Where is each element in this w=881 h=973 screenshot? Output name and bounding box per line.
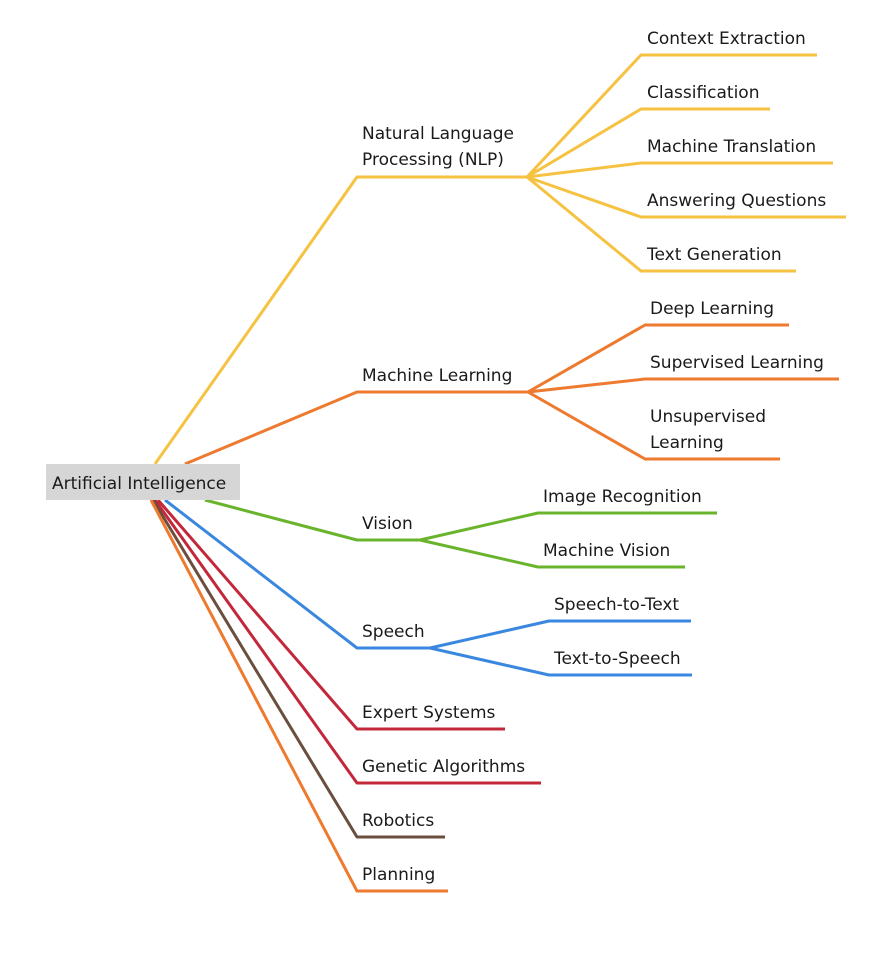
edge-vision-image-recognition <box>419 511 717 542</box>
edge-ml-deep-learning <box>527 323 789 394</box>
node-speech[interactable]: Speech <box>362 622 425 642</box>
edge-nlp-classification <box>526 107 770 179</box>
node-supervised-learning[interactable]: Supervised Learning <box>650 353 824 373</box>
node-speech-to-text[interactable]: Speech-to-Text <box>554 595 679 615</box>
node-answering-questions[interactable]: Answering Questions <box>647 191 826 211</box>
edge-root-expert-systems <box>156 499 505 731</box>
node-expert-systems[interactable]: Expert Systems <box>362 703 496 723</box>
node-unsupervised-learning-line-1: Unsupervised <box>650 407 766 427</box>
edge-root-robotics <box>151 499 445 839</box>
node-text-generation[interactable]: Text Generation <box>646 245 782 265</box>
edge-root-planning <box>149 499 448 893</box>
edge-root-vision <box>204 498 420 542</box>
edge-root-ml <box>184 390 528 466</box>
edge-nlp-answering-questions <box>526 175 846 219</box>
node-unsupervised-learning[interactable]: Unsupervised Learning <box>650 407 766 453</box>
edge-root-speech <box>164 498 430 650</box>
vision-edges <box>204 498 717 569</box>
node-deep-learning[interactable]: Deep Learning <box>650 299 774 319</box>
edge-speech-speech-to-text <box>429 619 691 650</box>
root-node-box <box>46 464 240 500</box>
edge-nlp-text-generation <box>526 175 796 273</box>
ml-edges <box>184 323 839 466</box>
node-machine-translation[interactable]: Machine Translation <box>647 137 816 157</box>
node-classification[interactable]: Classification <box>647 83 759 103</box>
node-unsupervised-learning-line-2: Learning <box>650 433 724 453</box>
edge-root-nlp <box>153 175 527 465</box>
edge-nlp-machine-translation <box>526 161 833 179</box>
node-machine-vision[interactable]: Machine Vision <box>543 541 670 561</box>
node-vision[interactable]: Vision <box>362 514 413 534</box>
node-text-to-speech[interactable]: Text-to-Speech <box>553 649 681 669</box>
node-machine-learning[interactable]: Machine Learning <box>362 366 512 386</box>
node-context-extraction[interactable]: Context Extraction <box>647 29 806 49</box>
nlp-edges <box>153 53 846 465</box>
node-genetic-algorithms[interactable]: Genetic Algorithms <box>362 757 525 777</box>
edge-vision-machine-vision <box>419 538 685 569</box>
edge-ml-supervised-learning <box>527 377 839 394</box>
speech-edges <box>164 498 692 677</box>
node-robotics[interactable]: Robotics <box>362 811 434 831</box>
node-nlp-label-line-2: Processing (NLP) <box>362 150 504 170</box>
node-image-recognition[interactable]: Image Recognition <box>543 487 702 507</box>
edge-ml-unsupervised-learning <box>527 390 780 461</box>
node-planning[interactable]: Planning <box>362 865 435 885</box>
edge-speech-text-to-speech <box>429 646 692 677</box>
edge-root-genetic-algorithms <box>153 499 541 785</box>
node-nlp-label-line-1: Natural Language <box>362 124 514 144</box>
root-node[interactable]: Artificial Intelligence <box>46 464 240 500</box>
node-nlp[interactable]: Natural Language Processing (NLP) <box>362 124 514 170</box>
edge-nlp-context-extraction <box>525 53 817 179</box>
root-node-label: Artificial Intelligence <box>52 474 226 494</box>
